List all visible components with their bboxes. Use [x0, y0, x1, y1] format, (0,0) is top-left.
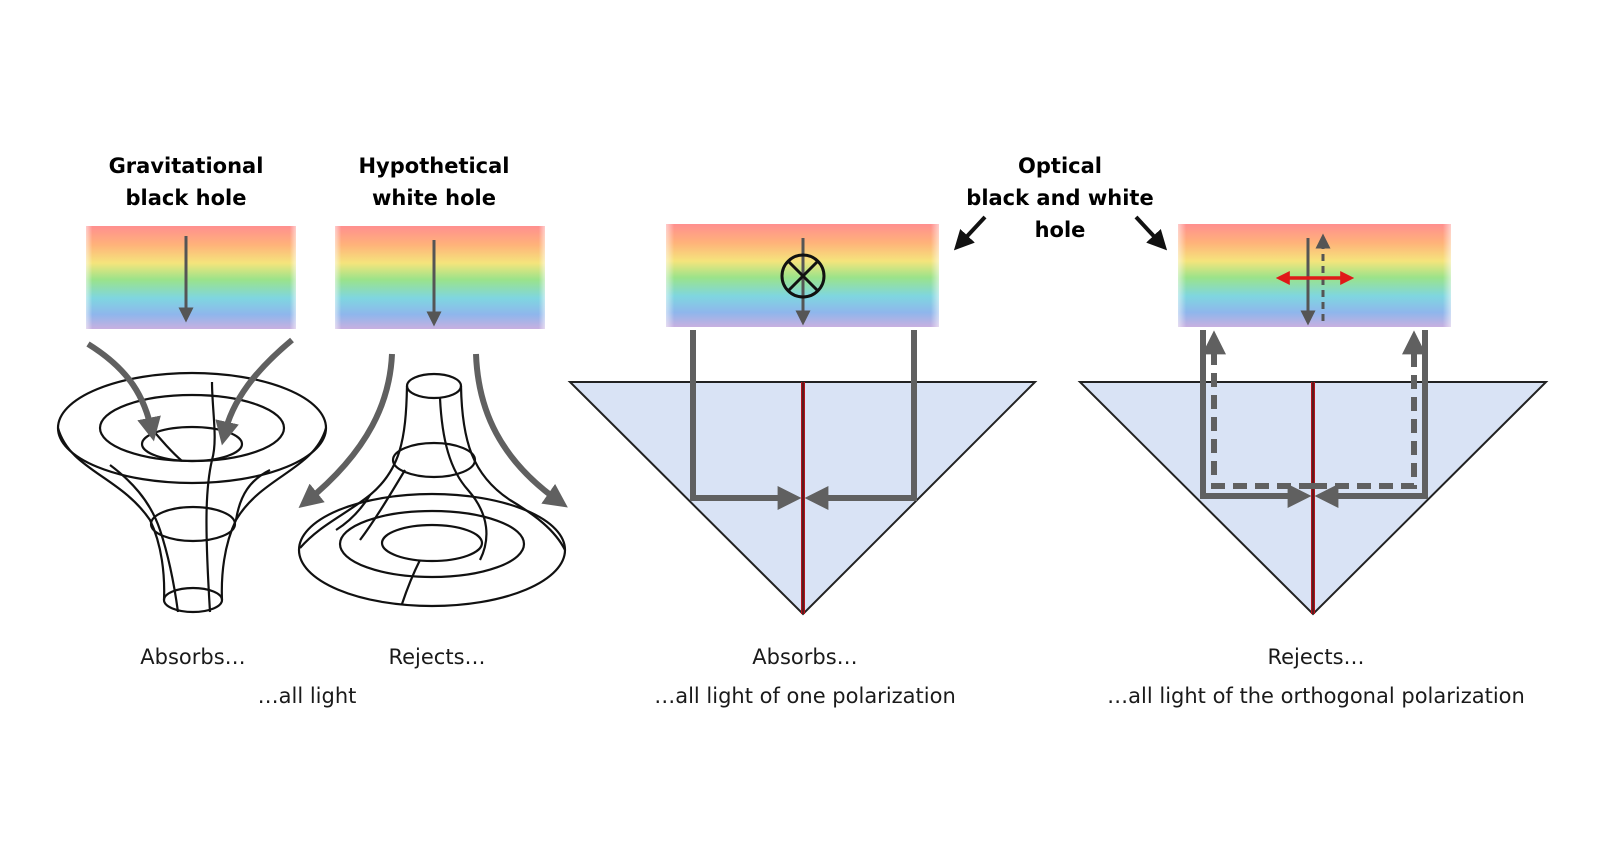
title-line-1: Optical [1018, 154, 1102, 178]
caption-rejects-left: Rejects… [388, 645, 485, 669]
optical-hole-title: Optical black and white hole [966, 154, 1153, 242]
reflected-beam-right-dashed [1313, 330, 1426, 489]
beam-right [1314, 330, 1428, 508]
light-band-2 [335, 226, 545, 329]
beam-right [804, 330, 917, 510]
prism-absorbing [567, 330, 1038, 616]
beam-left [690, 330, 802, 510]
white-hole-title: Hypothetical white hole [358, 154, 509, 210]
light-band-1 [86, 226, 296, 329]
caption-rejects-right: Rejects… [1267, 645, 1364, 669]
title-line-2: black and white [966, 186, 1153, 210]
title-line-1: Hypothetical [358, 154, 509, 178]
caption-one-polarization: …all light of one polarization [654, 684, 956, 708]
gravitational-black-hole-title: Gravitational black hole [109, 154, 264, 210]
reflected-beam-left-dashed [1202, 330, 1313, 489]
title-line-1: Gravitational [109, 154, 264, 178]
prism-rejecting [1077, 330, 1549, 616]
caption-all-light: …all light [258, 684, 357, 708]
title-line-2: black hole [126, 186, 247, 210]
title-line-2: white hole [372, 186, 496, 210]
caption-orthogonal-polarization: …all light of the orthogonal polarizatio… [1107, 684, 1525, 708]
cross-circle-polarization-symbol-icon [780, 253, 826, 299]
caption-absorbs-left: Absorbs… [140, 645, 245, 669]
light-band-3 [666, 224, 939, 327]
light-band-4 [1178, 224, 1451, 327]
pointer-arrow-right [1134, 215, 1168, 251]
beam-left [1200, 330, 1312, 508]
white-hole-funnel-drawing [297, 353, 568, 608]
title-line-3: hole [1035, 218, 1086, 242]
black-hole-funnel-drawing [56, 337, 328, 614]
pointer-arrow-left [953, 215, 987, 251]
caption-absorbs-mid: Absorbs… [752, 645, 857, 669]
